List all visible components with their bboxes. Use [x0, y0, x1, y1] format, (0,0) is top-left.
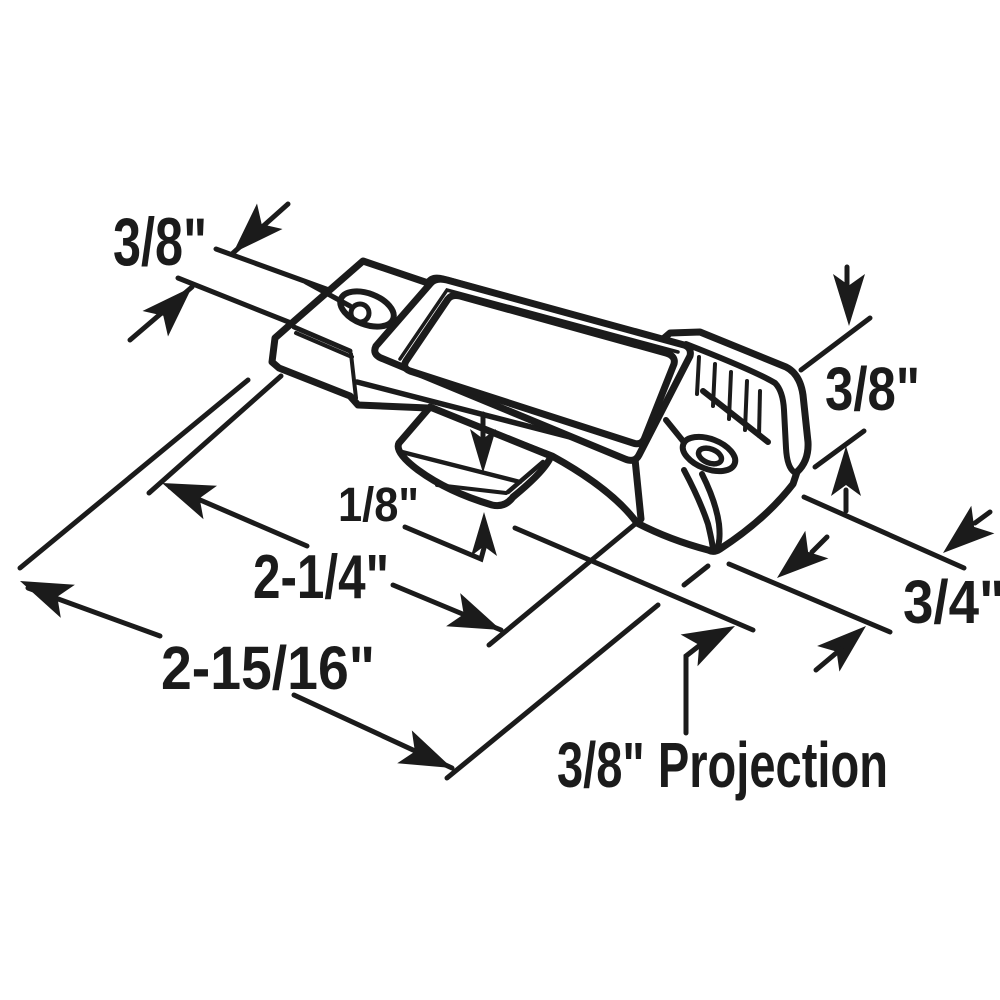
svg-text:3/4": 3/4" — [903, 568, 1000, 636]
svg-text:3/8": 3/8" — [113, 204, 207, 280]
svg-text:1/8": 1/8" — [338, 479, 419, 532]
svg-text:3/8" Projection: 3/8" Projection — [557, 729, 888, 801]
svg-text:2-1/4": 2-1/4" — [253, 543, 389, 612]
svg-text:2-15/16": 2-15/16" — [161, 634, 375, 702]
svg-text:3/8": 3/8" — [825, 355, 920, 423]
